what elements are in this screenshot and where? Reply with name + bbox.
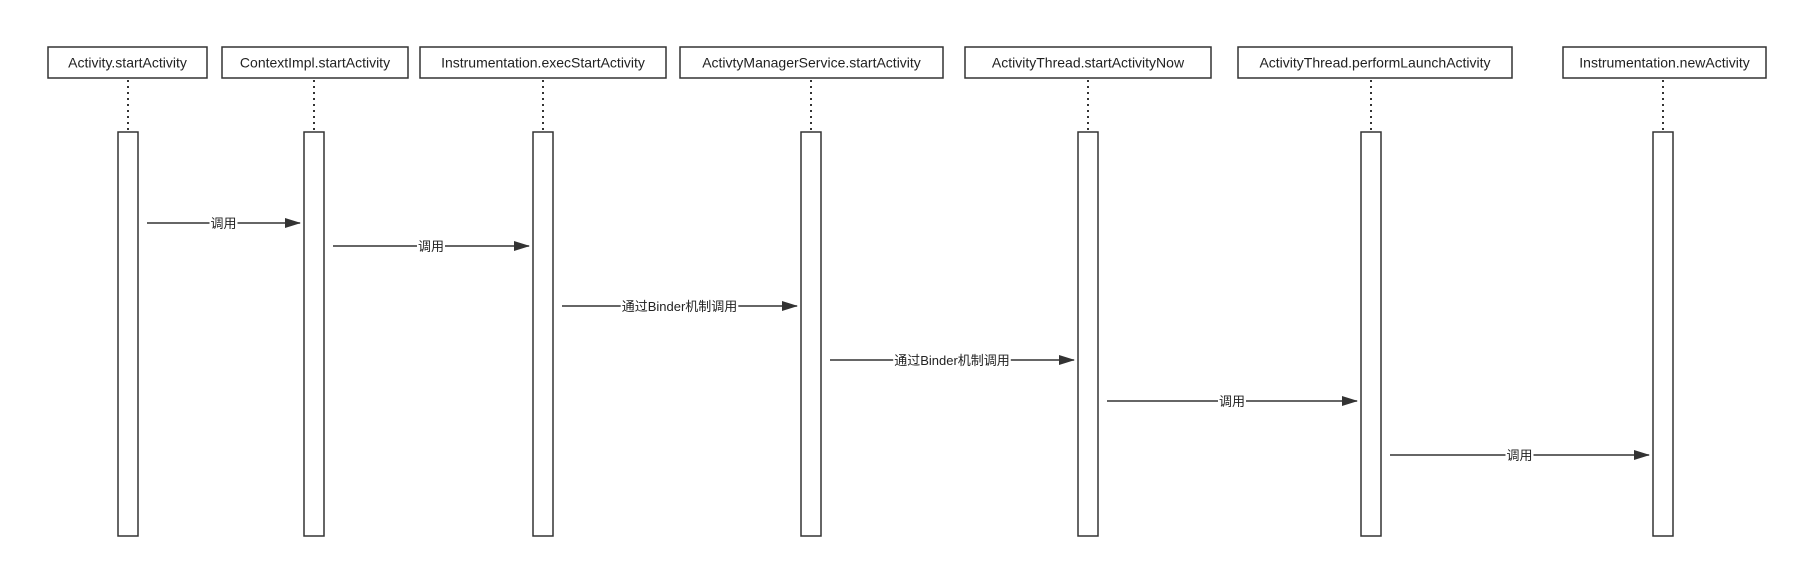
participant-header-activitythread-now: ActivityThread.startActivityNow — [964, 46, 1212, 79]
lifeline-contextimpl — [303, 80, 325, 537]
activation-bar — [1652, 131, 1674, 537]
lifeline-instrumentation-new — [1652, 80, 1674, 537]
activation-bar — [117, 131, 139, 537]
message-label-background — [1505, 446, 1534, 463]
participant-box — [964, 46, 1212, 79]
participant-box — [419, 46, 667, 79]
participant-header-ams: ActivtyManagerService.startActivity — [679, 46, 944, 79]
activation-bar — [1077, 131, 1099, 537]
participant-header-instrumentation-exec: Instrumentation.execStartActivity — [419, 46, 667, 79]
activation-bar — [303, 131, 325, 537]
message-label: 通过Binder机制调用 — [894, 353, 1010, 368]
activation-bar — [1360, 131, 1382, 537]
message-label: 调用 — [210, 216, 236, 231]
message-6: 调用 — [1390, 446, 1650, 463]
lifeline-activitythread-perform — [1360, 80, 1382, 537]
participant-label: ActivityThread.performLaunchActivity — [1259, 55, 1490, 71]
message-label-background — [209, 214, 238, 231]
message-1: 调用 — [147, 214, 301, 231]
message-4: 通过Binder机制调用 — [830, 351, 1075, 368]
participant-box — [679, 46, 944, 79]
participant-label: Instrumentation.execStartActivity — [441, 55, 645, 71]
participant-label: ContextImpl.startActivity — [240, 55, 390, 71]
message-label: 调用 — [418, 239, 444, 254]
participant-box — [47, 46, 208, 79]
participant-box — [221, 46, 409, 79]
message-label: 通过Binder机制调用 — [622, 299, 738, 314]
lifeline-ams — [800, 80, 822, 537]
participant-box — [1562, 46, 1767, 79]
lifeline-activity — [117, 80, 139, 537]
message-label-background — [893, 351, 1011, 368]
activation-bar — [800, 131, 822, 537]
participant-label: Instrumentation.newActivity — [1579, 55, 1749, 71]
message-3: 通过Binder机制调用 — [562, 297, 798, 314]
activation-bar — [532, 131, 554, 537]
message-label-background — [1217, 392, 1247, 409]
participant-label: Activity.startActivity — [68, 55, 187, 71]
participant-box — [1237, 46, 1513, 79]
message-2: 调用 — [333, 237, 530, 254]
message-label-background — [620, 297, 739, 314]
lifeline-instrumentation-exec — [532, 80, 554, 537]
message-label: 调用 — [1219, 394, 1245, 409]
participant-label: ActivityThread.startActivityNow — [992, 55, 1185, 71]
message-label: 调用 — [1506, 448, 1532, 463]
lifeline-activitythread-now — [1077, 80, 1099, 537]
participant-header-contextimpl: ContextImpl.startActivity — [221, 46, 409, 79]
message-5: 调用 — [1107, 392, 1358, 409]
participant-header-activity: Activity.startActivity — [47, 46, 208, 79]
participant-header-instrumentation-new: Instrumentation.newActivity — [1562, 46, 1767, 79]
participant-header-activitythread-perform: ActivityThread.performLaunchActivity — [1237, 46, 1513, 79]
participant-label: ActivtyManagerService.startActivity — [702, 55, 921, 71]
message-label-background — [416, 237, 446, 254]
